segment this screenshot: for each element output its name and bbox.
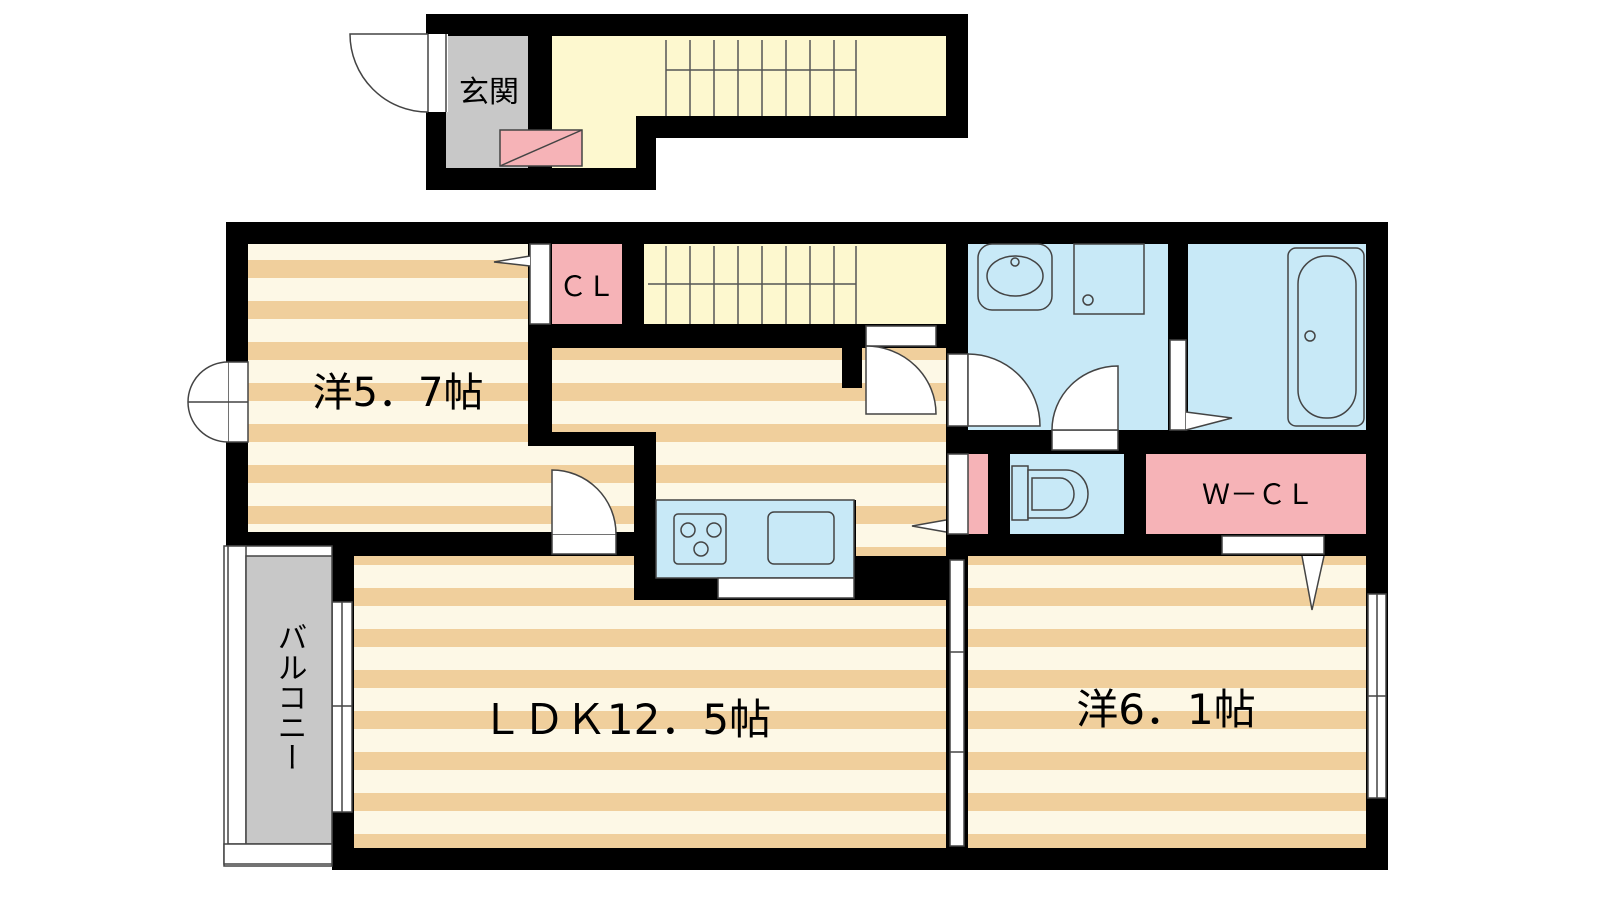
western-room-a-floor [248,244,634,532]
stove [673,513,727,565]
kitchen-counter-front [717,577,855,599]
entrance-door-icon [349,33,429,113]
burner-icon [680,522,696,538]
washing-machine-space [1073,243,1145,315]
ldk-label: ＬＤＫ12．5帖 [481,695,771,744]
washbasin [977,243,1053,311]
western-room-a-label: 洋5．7帖 [313,370,484,416]
toilet-storage [968,454,988,534]
burner-icon [706,522,722,538]
entrance-stairs-area [552,36,946,168]
toilet-door-icon [911,519,947,533]
walk-in-closet-floor [1146,454,1366,534]
bathtub-basin-icon [1297,255,1357,419]
western-room-a-door-icon [551,469,617,535]
stair-hall-door-icon [865,345,937,415]
walk-in-closet-label: Ｗ－ＣＬ [1202,478,1314,511]
closet-cl-door-icon [493,255,531,267]
burner-icon [693,541,709,557]
washbasin-bowl-icon [986,255,1044,297]
toilet-bowl-icon [1027,469,1089,519]
closet-door-icon [1301,555,1325,611]
toilet-tank [1011,465,1029,521]
ldk-floor [354,556,946,848]
balcony: バルコニー [223,545,333,867]
entrance-stair-treads [665,40,857,116]
entrance-label: 玄関 [459,75,519,110]
entrance-block: 玄関 [349,14,968,190]
western-room-b-floor [968,556,1366,848]
closet-label: ＣＬ [559,270,615,303]
bathtub [1287,247,1365,427]
bathroom-door-icon [1185,411,1233,431]
washroom-inner-door-icon [1051,365,1119,431]
kitchen-sink [767,511,835,565]
main-floor [187,222,1388,872]
closet-floor [552,244,622,324]
balcony-label: バルコニー [272,622,307,772]
western-room-b-label: 洋6．1帖 [1076,685,1255,734]
washroom-door-icon [967,353,1041,427]
hallway-floor [552,348,946,556]
stair-treads [648,246,857,324]
